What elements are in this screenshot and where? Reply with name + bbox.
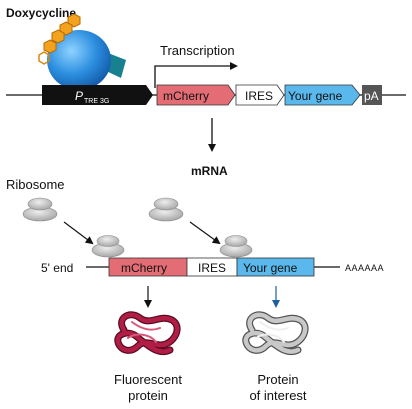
promoter-element: P TRE 3G	[42, 85, 153, 105]
fluorescent-protein-structure	[114, 311, 181, 355]
protein-of-interest-label-line1: Protein	[257, 372, 298, 387]
mrna-your-gene-label: Your gene	[243, 261, 298, 275]
ribosome-arrow-2	[189, 221, 221, 245]
mrna-mcherry-label: mCherry	[121, 261, 167, 275]
transcription-arrow	[154, 62, 238, 88]
mrna-label: mRNA	[191, 164, 228, 178]
mrna-your-gene: Your gene	[236, 257, 315, 277]
fluorescent-protein-label-line1: Fluorescent	[114, 372, 182, 387]
ribosome-free-2	[148, 197, 184, 222]
mrna-ires: IRES	[186, 257, 238, 277]
ires-element: IRES	[235, 84, 285, 106]
poly-a-tail-label: AAAAAA	[345, 263, 384, 273]
transactivator-sphere	[47, 30, 111, 90]
polya-signal: pA	[362, 85, 382, 105]
pa-label: pA	[364, 89, 379, 103]
your-gene-element: Your gene	[284, 84, 361, 106]
mcherry-gene: mCherry	[156, 84, 236, 106]
transactivator-protein	[47, 30, 126, 90]
doxycycline-label: Doxycycline	[6, 6, 76, 20]
promoter-subscript: TRE 3G	[84, 98, 109, 105]
ribosome-bound-1	[91, 235, 125, 258]
mrna-mcherry: mCherry	[108, 257, 188, 277]
promoter-label: P	[75, 89, 83, 103]
protein-of-interest-label-line2: of interest	[249, 388, 306, 403]
mrna-ires-label: IRES	[198, 261, 226, 275]
doxycycline-molecule	[38, 13, 81, 65]
protein-of-interest-structure	[242, 311, 309, 355]
your-gene-label: Your gene	[288, 89, 343, 103]
five-prime-end-label: 5' end	[41, 261, 73, 275]
ribosome-bound-2	[219, 235, 253, 258]
mcherry-label: mCherry	[163, 89, 209, 103]
ribosome-free-1	[22, 197, 58, 222]
ribosome-label: Ribosome	[6, 177, 65, 192]
ires-label: IRES	[245, 89, 273, 103]
fluorescent-protein-label-line2: protein	[128, 388, 168, 403]
transcription-label: Transcription	[160, 43, 235, 58]
ribosome-arrow-1	[63, 221, 94, 245]
